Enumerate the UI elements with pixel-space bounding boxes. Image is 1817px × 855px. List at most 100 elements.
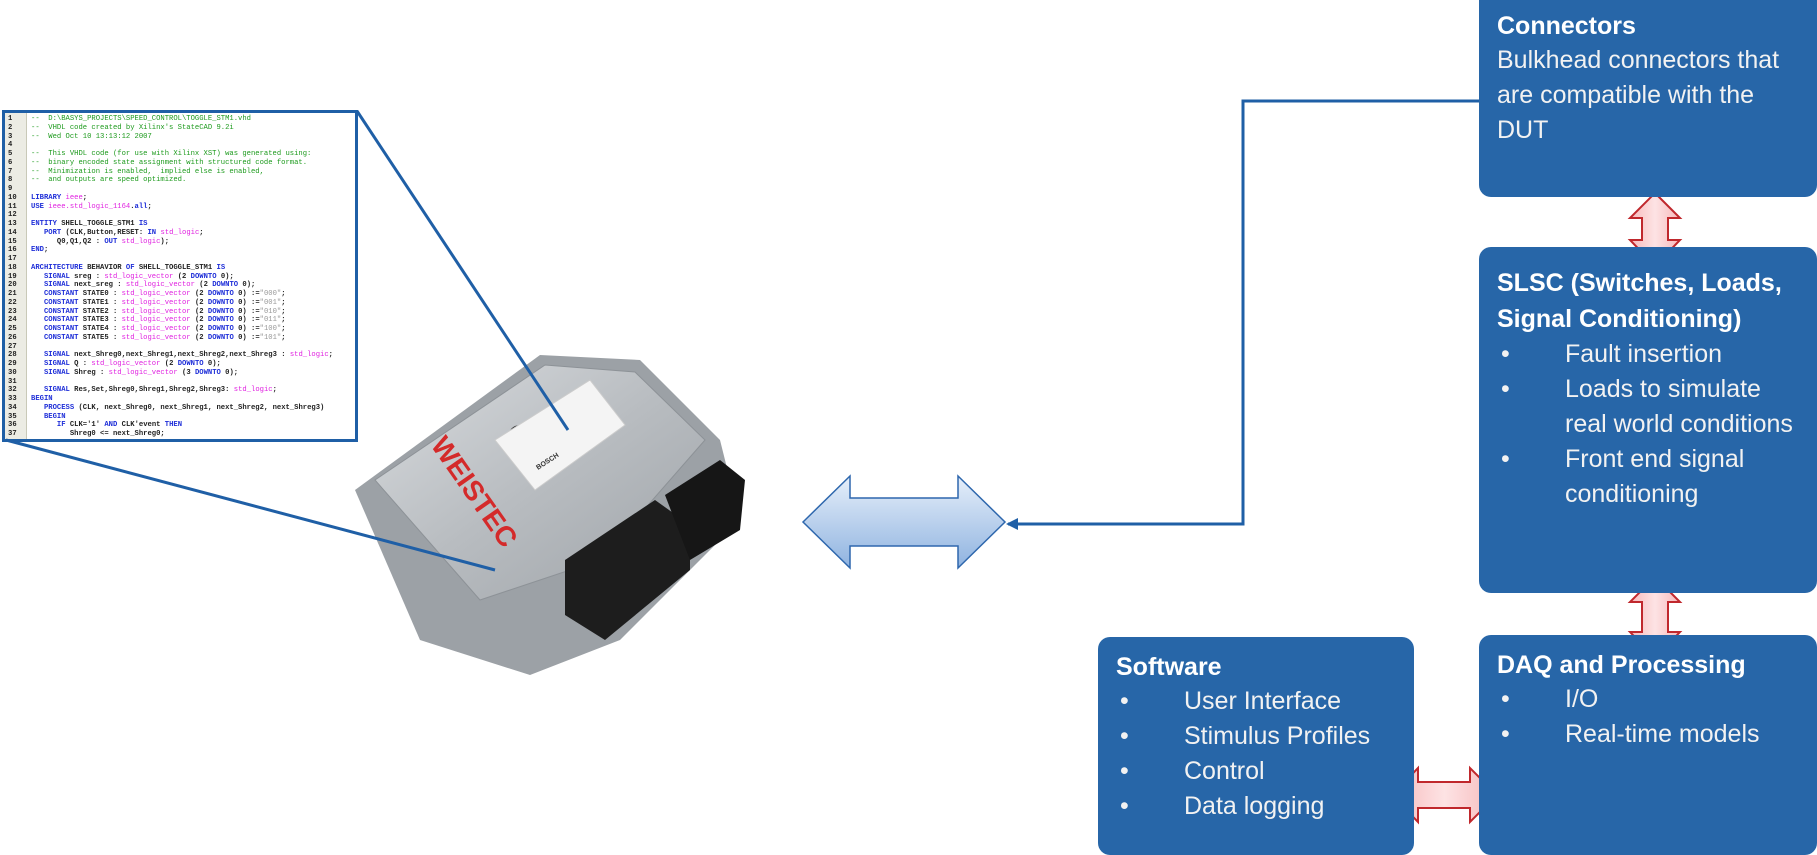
code-line: 4 [5, 141, 355, 150]
code-line: 21 CONSTANT STATE0 : std_logic_vector (2… [5, 290, 355, 299]
code-token: SHELL_TOGGLE_STM1 [61, 220, 139, 228]
bidirectional-arrow-ecu-io [801, 474, 1007, 570]
code-token: . [130, 202, 135, 211]
code-line: 32 SIGNAL Res,Set,Shreg0,Shreg1,Shreg2,S… [5, 386, 355, 395]
daq-item: I/O [1497, 682, 1799, 717]
code-text: CONSTANT STATE4 : std_logic_vector (2 DO… [27, 325, 286, 333]
code-token: CONSTANT [43, 307, 83, 316]
code-token: 0) := [238, 290, 260, 298]
code-token: sreg : [74, 272, 105, 281]
code-token: (2 [194, 290, 208, 298]
code-token: CONSTANT [43, 316, 83, 325]
code-token: ; [281, 333, 286, 342]
line-number: 27 [8, 342, 17, 351]
code-token: STATE1 : [82, 298, 122, 307]
code-token: ; [272, 386, 277, 395]
code-token: std_logic [289, 351, 329, 360]
code-line: 2 -- VHDL code created by Xilinx's StateC… [5, 124, 355, 133]
code-token: STATE0 : [82, 290, 122, 298]
ecu-connector [665, 460, 745, 560]
arrowhead-icon [1006, 518, 1018, 530]
code-token: (2 [194, 333, 208, 342]
code-line: 24 CONSTANT STATE3 : std_logic_vector (2… [5, 316, 355, 325]
code-text: SIGNAL Shreg : std_logic_vector (3 DOWNT… [27, 369, 238, 377]
software-item: User Interface [1116, 684, 1396, 719]
code-token: std_logic_vector [121, 307, 195, 316]
line-number: 15 [8, 237, 17, 246]
slsc-item: Fault insertion [1497, 337, 1799, 372]
line-number: 9 [8, 185, 13, 193]
code-token: std_logic_vector [108, 368, 182, 377]
code-token: (2 [177, 272, 191, 281]
code-token: (2 [194, 325, 208, 333]
code-token: SHELL_TOGGLE_STM1 [138, 263, 217, 272]
code-token: PROCESS [43, 403, 79, 412]
code-token: DOWNTO [177, 360, 208, 368]
line-number: 2 [8, 123, 13, 132]
code-token: ; [43, 246, 49, 255]
code-token: END [31, 246, 44, 255]
ecu-label-sticker [494, 379, 626, 491]
slsc-item: Loads to simulate real world conditions [1497, 372, 1799, 442]
code-token: SIGNAL [43, 386, 75, 395]
code-token: CONSTANT [43, 333, 83, 342]
code-token: "011" [259, 316, 282, 325]
line-number: 17 [8, 255, 17, 263]
code-token: DOWNTO [212, 281, 243, 290]
code-text: CONSTANT STATE0 : std_logic_vector (2 DO… [27, 290, 286, 298]
code-token: THEN [164, 421, 183, 430]
code-token: 0) := [238, 298, 260, 307]
code-token: std_logic_vector [125, 281, 200, 290]
code-token: DOWNTO [207, 307, 239, 316]
code-token: ENTITY [31, 220, 62, 228]
line-number: 8 [8, 176, 13, 185]
code-token: DOWNTO [207, 325, 239, 333]
code-token: SIGNAL [43, 360, 75, 368]
code-token: all [134, 202, 148, 211]
code-token: 0); [242, 281, 256, 290]
code-text: CONSTANT STATE3 : std_logic_vector (2 DO… [27, 316, 286, 324]
code-token: ; [328, 351, 333, 360]
line-number: 7 [8, 167, 13, 176]
code-line: 27 [5, 343, 355, 352]
line-number: 34 [8, 403, 17, 412]
code-text: END; [27, 246, 48, 254]
code-line: 14 PORT (CLK,Button,RESET: IN std_logic; [5, 229, 355, 238]
code-token: STATE5 : [82, 333, 122, 342]
code-token: LIBRARY [31, 193, 66, 202]
code-token: Q : [74, 360, 92, 368]
code-line: 35 BEGIN [5, 413, 355, 422]
code-token: std_logic_vector [104, 272, 178, 281]
line-number: 24 [8, 316, 17, 325]
code-line: 28 SIGNAL next_Shreg0,next_Shreg1,next_S… [5, 351, 355, 360]
daq-item: Real-time models [1497, 717, 1799, 752]
slsc-item: Front end signal conditioning [1497, 442, 1799, 512]
line-number: 26 [8, 333, 17, 342]
code-text: IF CLK='1' AND CLK'event THEN [27, 421, 182, 429]
code-token: Shreg0 <= next_Shreg0; [31, 430, 165, 438]
code-token: AND [104, 421, 122, 430]
code-token: STATE3 : [82, 316, 122, 325]
code-token: ARCHITECTURE [31, 263, 88, 272]
line-number: 1 [8, 115, 13, 123]
code-text: CONSTANT STATE5 : std_logic_vector (2 DO… [27, 334, 286, 342]
code-token: DOWNTO [207, 333, 239, 342]
code-token: (2 [194, 307, 208, 316]
code-token: ieee.std_logic_1164 [48, 202, 131, 211]
code-token: -- Minimization is enabled, implied else… [31, 167, 264, 176]
code-text: CONSTANT STATE1 : std_logic_vector (2 DO… [27, 299, 286, 307]
code-text: SIGNAL next_Shreg0,next_Shreg1,next_Shre… [27, 351, 333, 359]
line-number: 32 [8, 386, 17, 395]
code-text: PORT (CLK,Button,RESET: IN std_logic; [27, 229, 204, 237]
connectors-box: Connectors Bulkhead connectors that are … [1479, 0, 1817, 197]
code-token: -- D:\BASYS_PROJECTS\SPEED_CONTROL\TOGGL… [31, 115, 251, 123]
code-token: SIGNAL [43, 272, 75, 281]
code-text: ENTITY SHELL_TOGGLE_STM1 IS [27, 220, 147, 228]
code-token: -- VHDL code created by Xilinx's StateCA… [31, 123, 234, 132]
code-token: -- and outputs are speed optimized. [31, 176, 187, 185]
connectors-description: Bulkhead connectors that are compatible … [1497, 46, 1780, 144]
line-number: 13 [8, 220, 17, 228]
code-token: std_logic_vector [91, 360, 165, 368]
code-text: SIGNAL Res,Set,Shreg0,Shreg1,Shreg2,Shre… [27, 386, 277, 394]
